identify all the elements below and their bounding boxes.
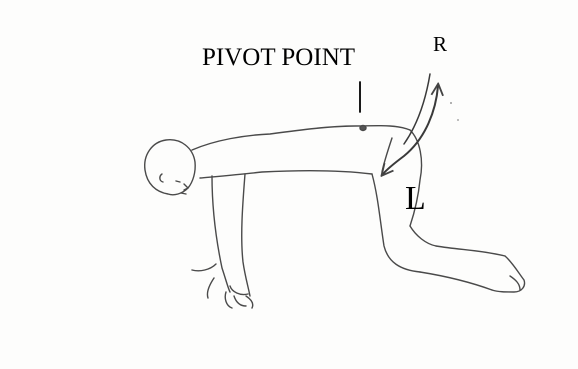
foot xyxy=(492,256,525,292)
arm-outline xyxy=(212,176,230,292)
ear xyxy=(160,174,163,182)
r-label: R xyxy=(433,34,447,55)
eye xyxy=(176,181,180,182)
speck xyxy=(457,119,459,121)
pivot-point-label: PIVOT POINT xyxy=(202,45,355,70)
l-label: L xyxy=(405,182,426,216)
head-outline xyxy=(145,140,195,195)
rotation-arrow-shadow xyxy=(404,74,430,144)
lower-leg xyxy=(420,246,505,290)
face-profile xyxy=(181,184,188,194)
back-line xyxy=(192,126,410,150)
arm-outline-back xyxy=(242,174,250,296)
knee xyxy=(410,226,436,246)
belly-line xyxy=(200,171,372,178)
speck xyxy=(450,102,452,104)
pivot-dot xyxy=(360,126,366,131)
